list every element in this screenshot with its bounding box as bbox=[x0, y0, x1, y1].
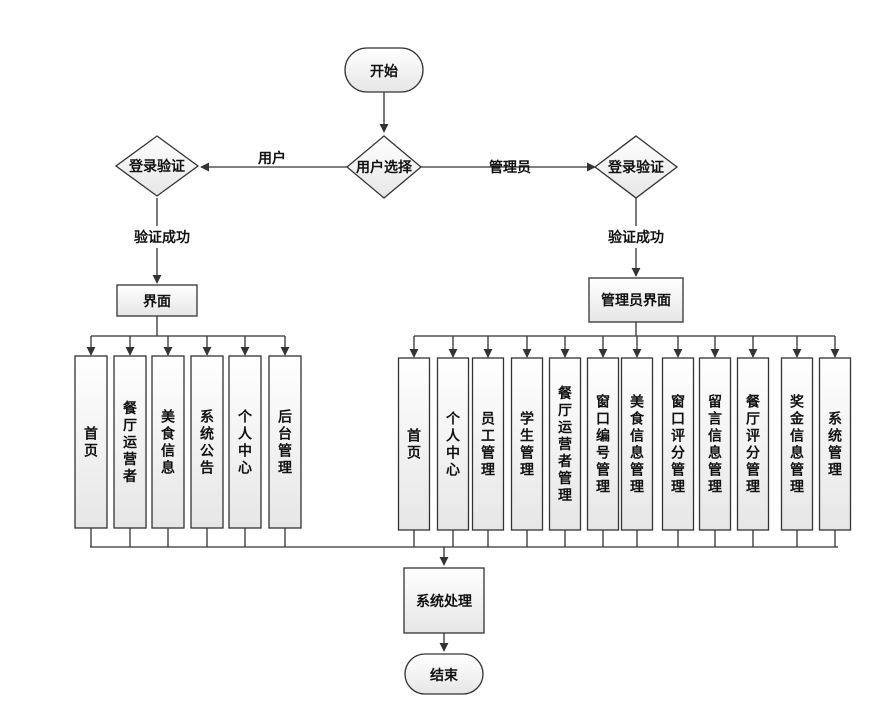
admin-module-label: 餐厅评分管理 bbox=[745, 394, 761, 496]
admin-module-box bbox=[471, 357, 505, 531]
admin-module-12: 系统管理 bbox=[818, 357, 852, 531]
user-module-label: 餐厅运营者 bbox=[122, 400, 138, 485]
edge-label-admin: 管理员 bbox=[489, 159, 531, 176]
admin-module-box bbox=[548, 357, 582, 531]
admin-module-9: 留言信息管理 bbox=[698, 357, 732, 531]
admin-module-box bbox=[586, 357, 620, 531]
admin-module-8: 窗口评分管理 bbox=[661, 357, 695, 531]
user-module-box bbox=[228, 355, 262, 529]
admin-module-label: 个人中心 bbox=[445, 411, 461, 479]
admin-module-10: 餐厅评分管理 bbox=[736, 357, 770, 531]
admin-module-5: 餐厅运营者管理 bbox=[548, 357, 582, 531]
user-interface-box: 界面 bbox=[116, 284, 198, 317]
admin-module-6: 窗口编号管理 bbox=[586, 357, 620, 531]
user-module-2: 餐厅运营者 bbox=[113, 355, 147, 529]
user-module-5: 个人中心 bbox=[228, 355, 262, 529]
admin-module-2: 个人中心 bbox=[436, 357, 470, 531]
user-module-label: 首页 bbox=[84, 426, 98, 460]
system-process-box: 系统处理 bbox=[403, 567, 485, 634]
main-connectors bbox=[90, 92, 838, 652]
admin-module-4: 学生管理 bbox=[510, 357, 544, 531]
admin-module-box bbox=[818, 357, 852, 531]
user-module-label: 美食信息 bbox=[161, 409, 176, 477]
end-terminal: 结束 bbox=[404, 653, 484, 695]
start-label: 开始 bbox=[370, 63, 398, 80]
admin-module-label: 学生管理 bbox=[520, 411, 534, 479]
user-interface-label: 界面 bbox=[143, 294, 171, 310]
admin-module-box bbox=[661, 357, 695, 531]
admin-module-11: 奖金信息管理 bbox=[780, 357, 814, 531]
admin-module-box bbox=[620, 357, 654, 531]
user-login-decision: 登录验证 bbox=[114, 135, 200, 197]
user-module-label: 后台管理 bbox=[278, 409, 292, 477]
user-module-branch: 首页 餐厅运营者 美食信息 系统公告 个人中心 后台管理 bbox=[74, 335, 302, 547]
admin-module-label: 奖金信息管理 bbox=[789, 394, 805, 496]
edge-label-user: 用户 bbox=[258, 150, 286, 167]
user-module-box bbox=[113, 355, 147, 529]
admin-module-label: 留言信息管理 bbox=[708, 394, 722, 496]
admin-module-box bbox=[436, 357, 470, 531]
admin-module-box bbox=[698, 357, 732, 531]
admin-module-box bbox=[397, 357, 431, 531]
user-module-1: 首页 bbox=[74, 355, 108, 529]
user-module-6: 后台管理 bbox=[268, 355, 302, 529]
admin-login-label: 登录验证 bbox=[607, 159, 664, 176]
user-module-box bbox=[74, 355, 108, 529]
user-verify-success-label: 验证成功 bbox=[134, 229, 190, 246]
admin-module-label: 首页 bbox=[407, 428, 421, 462]
admin-module-label: 美食信息管理 bbox=[630, 394, 645, 496]
user-module-box bbox=[268, 355, 302, 529]
admin-module-label: 窗口评分管理 bbox=[671, 394, 685, 496]
user-module-3: 美食信息 bbox=[151, 355, 185, 529]
admin-module-box bbox=[510, 357, 544, 531]
system-process-label: 系统处理 bbox=[416, 593, 472, 610]
admin-module-label: 餐厅运营者管理 bbox=[557, 385, 573, 504]
user-login-label: 登录验证 bbox=[128, 158, 185, 175]
admin-module-3: 员工管理 bbox=[471, 357, 505, 531]
admin-module-label: 系统管理 bbox=[828, 411, 842, 479]
admin-login-decision: 登录验证 bbox=[593, 135, 679, 199]
start-terminal: 开始 bbox=[344, 47, 424, 93]
admin-interface-label: 管理员界面 bbox=[601, 292, 671, 309]
user-module-label: 个人中心 bbox=[237, 409, 253, 477]
user-module-box bbox=[190, 355, 224, 529]
admin-module-7: 美食信息管理 bbox=[620, 357, 654, 531]
user-module-label: 系统公告 bbox=[200, 409, 214, 477]
admin-module-branch: 首页 个人中心 员工管理 学生管理 餐厅运营者管理 窗口编号管理 美食信息管理 窗口评分管理 留… bbox=[397, 335, 852, 547]
user-module-4: 系统公告 bbox=[190, 355, 224, 529]
admin-verify-success-label: 验证成功 bbox=[608, 229, 664, 246]
admin-module-box bbox=[736, 357, 770, 531]
admin-module-box bbox=[780, 357, 814, 531]
admin-module-1: 首页 bbox=[397, 357, 431, 531]
user-choice-decision: 用户选择 bbox=[345, 135, 423, 199]
admin-interface-box: 管理员界面 bbox=[588, 277, 684, 323]
admin-module-label: 窗口编号管理 bbox=[596, 394, 610, 496]
admin-module-label: 员工管理 bbox=[481, 412, 495, 479]
user-module-box bbox=[151, 355, 185, 529]
choice-label: 用户选择 bbox=[356, 159, 413, 176]
end-label: 结束 bbox=[430, 667, 459, 684]
